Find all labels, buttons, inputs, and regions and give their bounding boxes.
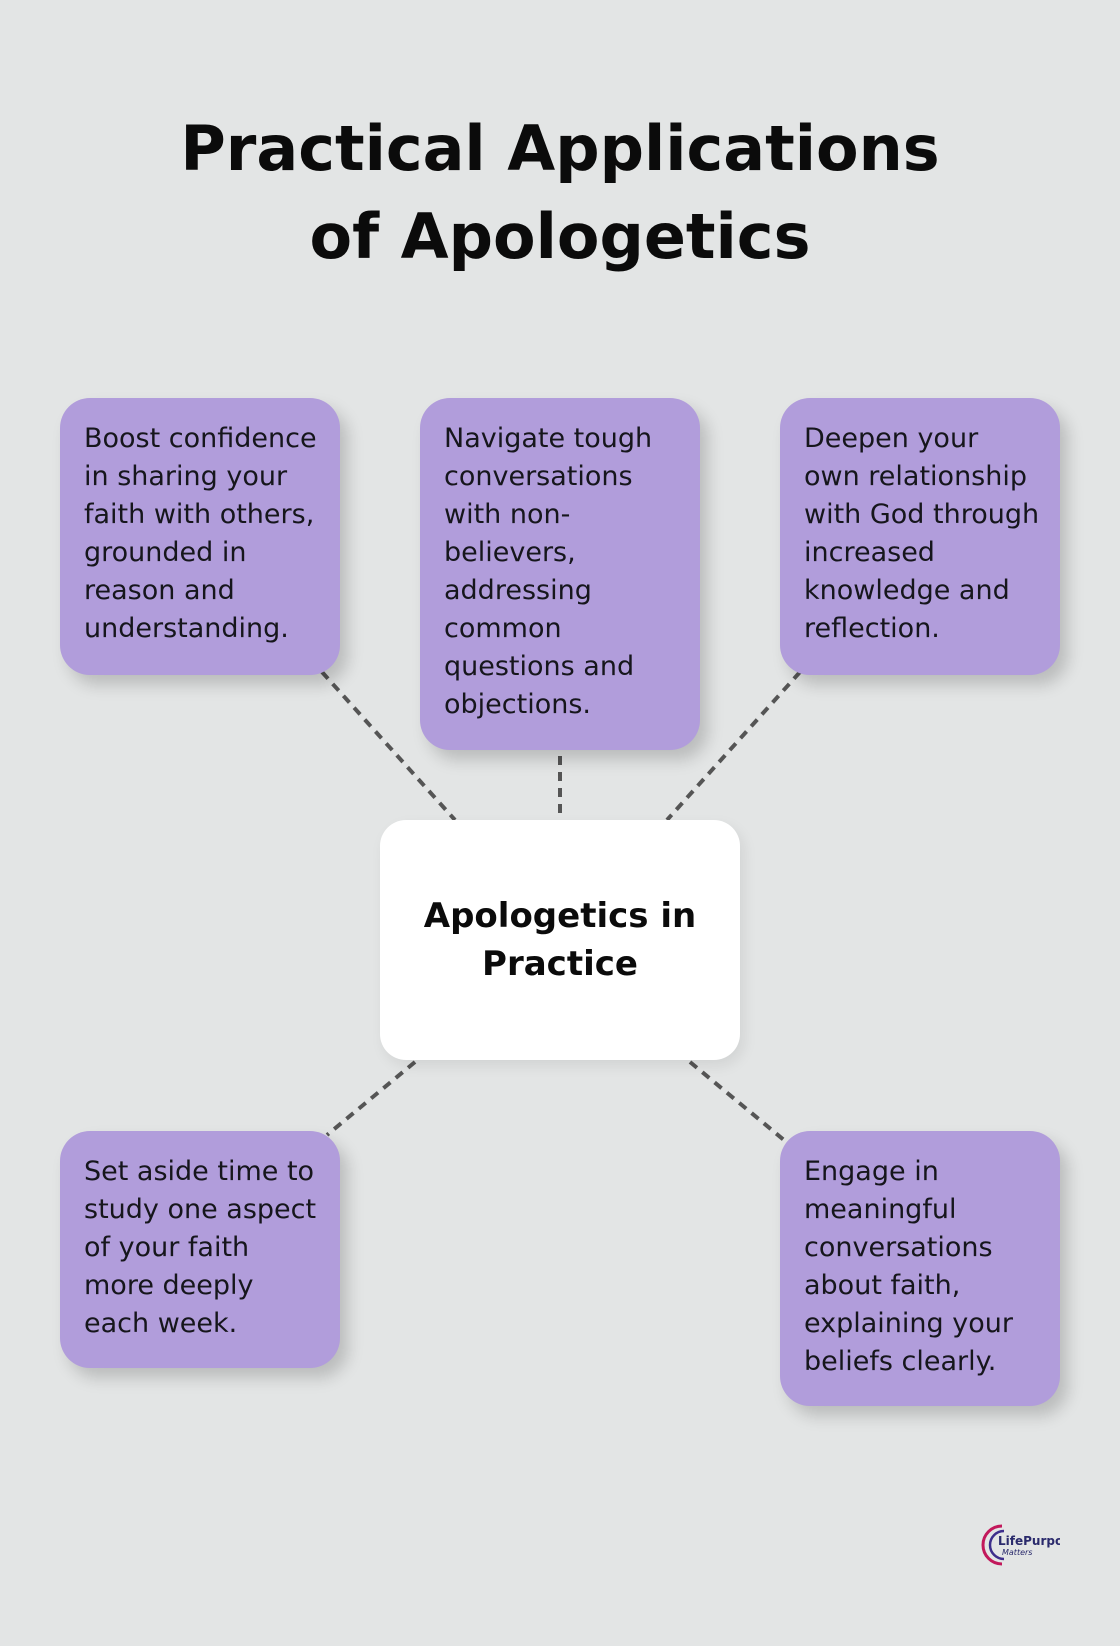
node-card-engage-conversations: Engage in meaningful conversations about… [780,1131,1060,1406]
node-card-deepen-relationship: Deepen your own relationship with God th… [780,398,1060,675]
connector-bottom-left [325,1060,417,1137]
connector-bottom-right [688,1060,792,1147]
connector-top-left [320,670,457,822]
center-node: Apologetics in Practice [380,820,740,1060]
node-card-navigate-conversations: Navigate tough conversations with non-be… [420,398,700,750]
life-purpose-matters-logo: LifePurpose Matters [981,1524,1060,1566]
node-card-boost-confidence: Boost confidence in sharing your faith w… [60,398,340,675]
logo-text-line2: Matters [1002,1548,1032,1557]
connector-top-right [665,670,802,822]
node-card-set-aside-time: Set aside time to study one aspect of yo… [60,1131,340,1368]
logo-text-line1: LifePurpose [998,1534,1060,1548]
center-node-label: Apologetics in Practice [423,896,697,984]
page-title: Practical Applications of Apologetics [180,112,940,273]
